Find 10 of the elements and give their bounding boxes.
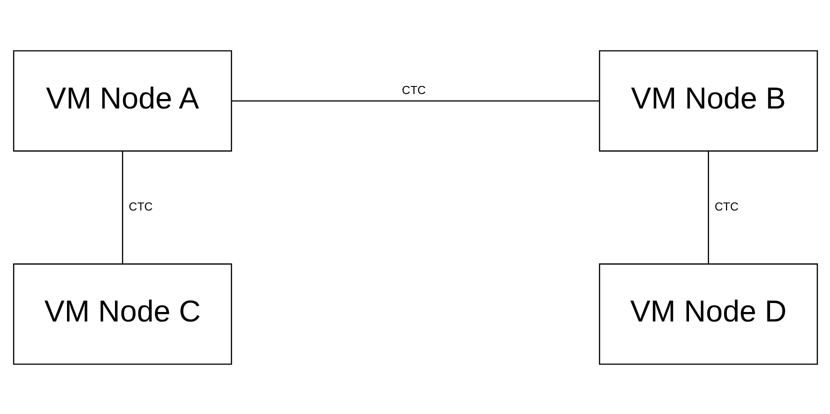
- node-box: VM Node C: [12, 262, 232, 364]
- edge-label: CTC: [128, 200, 152, 213]
- node-box: VM Node D: [598, 262, 818, 364]
- connector: [231, 100, 599, 101]
- edge-label: CTC: [714, 200, 738, 213]
- edge-label: CTC: [401, 83, 426, 96]
- node-box: VM Node B: [598, 50, 818, 152]
- connector: [707, 151, 709, 264]
- connector: [121, 151, 123, 264]
- node-box: VM Node A: [12, 50, 232, 152]
